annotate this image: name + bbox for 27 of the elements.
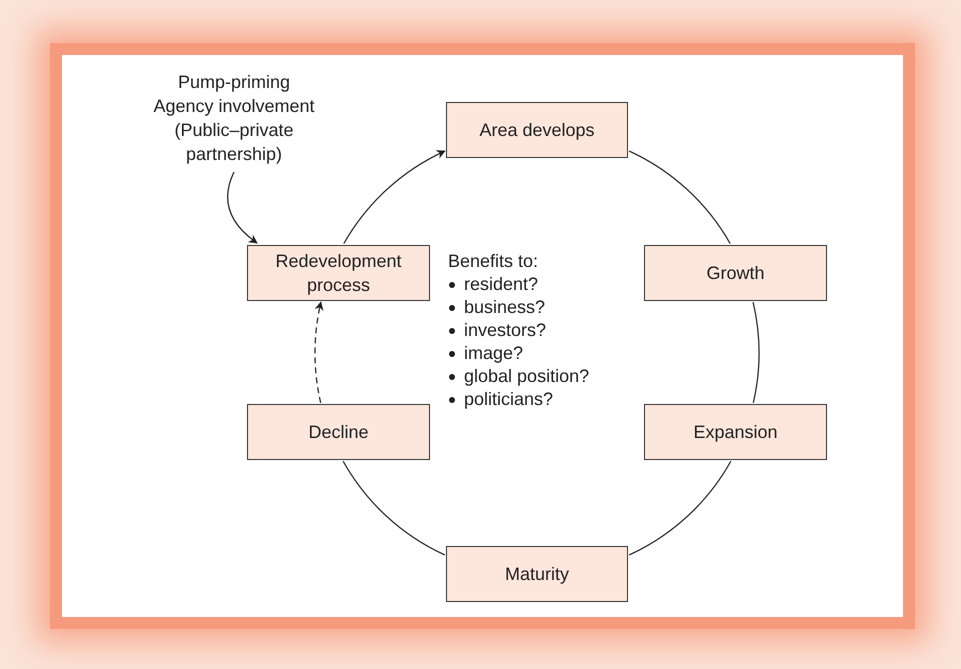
stage-label: Decline [308,421,369,444]
note-text: Pump-priming Agency involvement (Public–private partnership) [152,71,316,166]
stage-label: Area develops [479,119,595,142]
list-item: resident? [448,273,590,296]
connector-line [628,460,732,556]
list-item: investors? [448,319,590,342]
stage-box [247,404,430,460]
list-item: global position? [448,365,590,388]
stage-box [644,245,827,301]
connector-line [628,150,731,244]
list-item: image? [448,342,590,365]
arrow [343,150,446,244]
stage-box [446,102,628,158]
arrow [314,301,324,404]
list-item: business? [448,296,590,319]
connector-line [342,460,446,556]
stage-box [644,404,827,460]
arrow [227,172,258,244]
connector-line [752,302,760,404]
stage-label: Redevelopment process [274,250,403,297]
stage-label: Growth [706,262,765,285]
list-heading: Benefits to: [448,250,540,273]
stage-box [247,245,430,301]
list-item: politicians? [448,388,590,411]
stage-box [446,546,628,602]
stage-label: Maturity [504,563,569,586]
stage-label: Expansion [693,421,778,444]
